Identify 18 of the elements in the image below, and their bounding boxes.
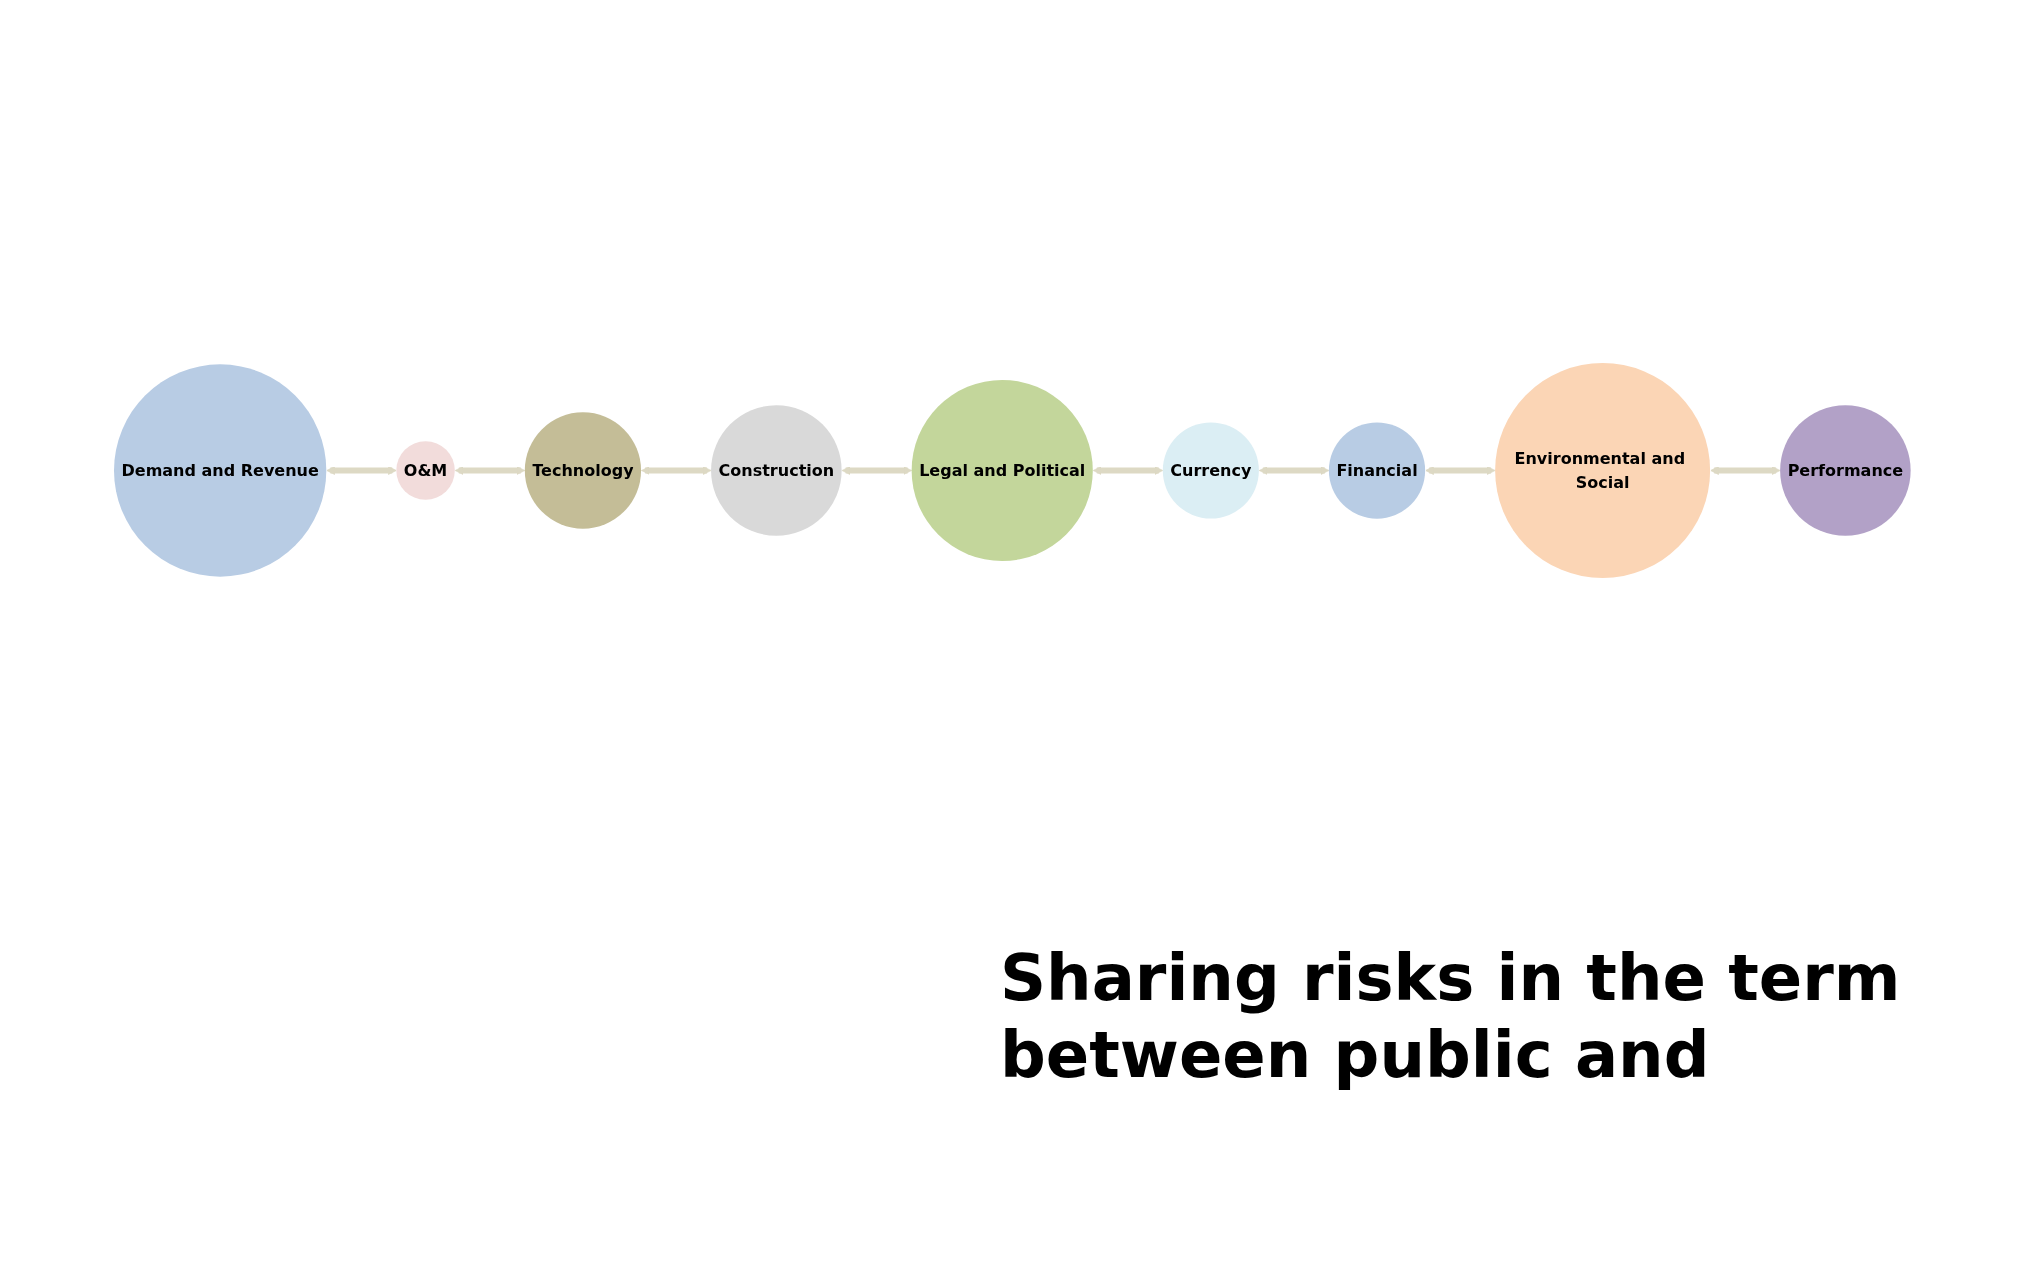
node-circle: Financial [1328, 421, 1425, 519]
node-circle: Environmental and Social [1494, 362, 1710, 578]
arrow [841, 465, 912, 475]
arrow [326, 465, 397, 475]
arrow [1092, 465, 1163, 475]
node-circle: Demand and Revenue [113, 363, 326, 577]
arrow [454, 465, 525, 475]
node-circle: Currency [1162, 421, 1259, 519]
node-circle: Legal and Political [911, 379, 1093, 561]
arrow [640, 465, 712, 475]
node-circle: Technology [524, 411, 641, 529]
arrow [1709, 465, 1781, 475]
arrow [1258, 465, 1329, 475]
arrow [1424, 465, 1496, 475]
heading-text: Sharing risks in the term between public and [1000, 940, 1902, 1094]
node-circle: Construction [710, 404, 842, 536]
node-circle: Performance [1779, 404, 1911, 536]
node-circle: O&M [396, 440, 455, 500]
